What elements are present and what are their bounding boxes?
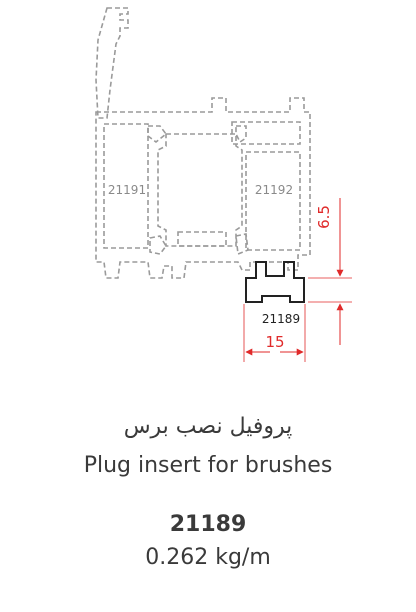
product-title: Plug insert for brushes	[83, 453, 333, 478]
frame-outline	[95, 7, 311, 279]
width-value: 15	[265, 333, 284, 351]
height-value: 6.5	[315, 205, 333, 229]
brush-insert-profile	[245, 261, 305, 303]
height-dimension: 6.5	[308, 198, 352, 345]
product-title-persian: پروفیل نصب برس	[123, 414, 293, 439]
product-weight: 0.262 kg/m	[145, 545, 271, 570]
part-label: 21189	[262, 312, 300, 326]
product-code: 21189	[169, 512, 247, 537]
section-label-right: 21192	[255, 183, 293, 197]
profile-drawing: 21191 21192 21189 6.5 15	[95, 7, 352, 362]
width-dimension: 15	[243, 304, 306, 362]
section-label-left: 21191	[108, 183, 146, 197]
